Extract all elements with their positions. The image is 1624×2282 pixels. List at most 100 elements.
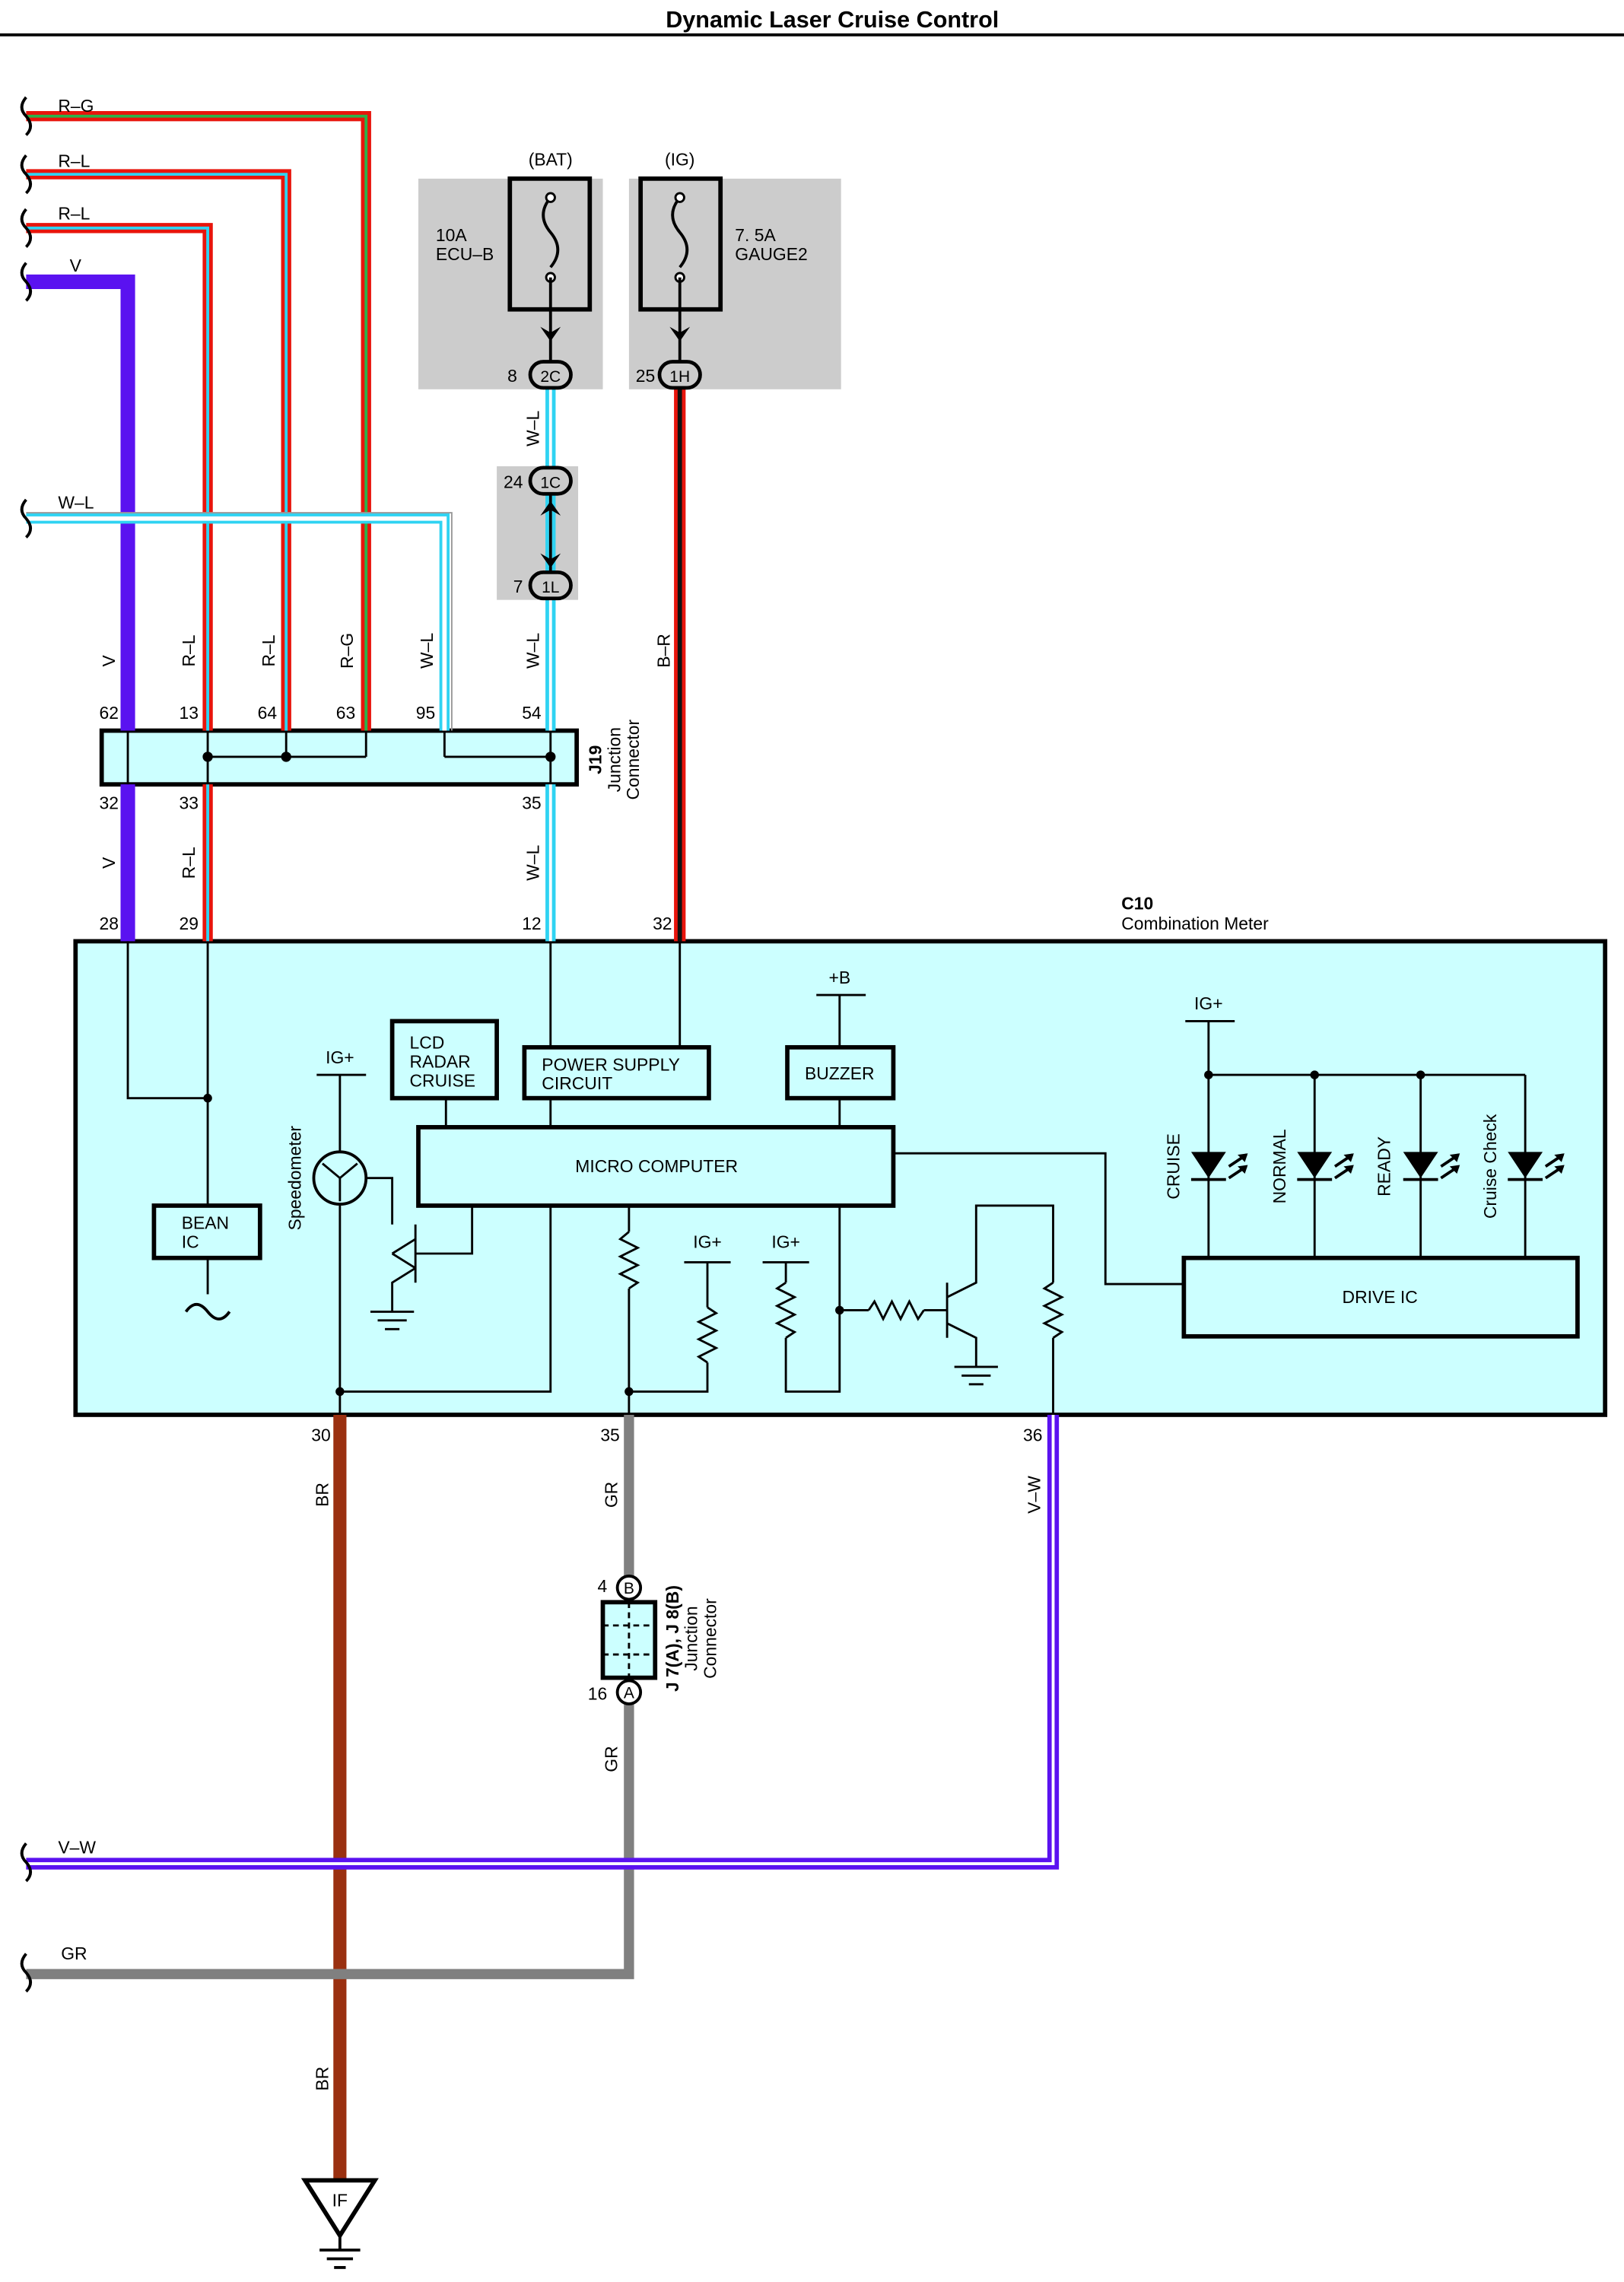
label-rl-bot: R–L	[179, 847, 199, 879]
j7-j8-connector: B A	[600, 1575, 658, 1705]
j78-pin-4: 4	[597, 1576, 607, 1596]
svg-text:CRUISE: CRUISE	[410, 1070, 476, 1090]
svg-text:Junction: Junction	[604, 727, 624, 792]
svg-text:BEAN: BEAN	[182, 1213, 229, 1233]
j19-label: J19 Junction Connector	[586, 720, 644, 800]
fuse-ecu-b-rating: 10A	[436, 225, 467, 245]
svg-text:Connector: Connector	[623, 720, 643, 800]
c10-pin-35: 35	[600, 1425, 619, 1445]
label-wl-fuse: W–L	[523, 411, 542, 447]
indicator-cruise-check: Cruise Check	[1480, 1114, 1500, 1219]
indicator-normal: NORMAL	[1270, 1129, 1289, 1203]
lcd-radar-cruise-block: LCD RADAR CRUISE	[389, 1019, 499, 1101]
j19-pin-33: 33	[180, 793, 199, 813]
wire-gr-lower	[26, 1703, 634, 1979]
c10-pin-36: 36	[1023, 1425, 1042, 1445]
svg-text:BUZZER: BUZZER	[805, 1063, 875, 1083]
label-vw1: V–W	[1024, 1476, 1044, 1514]
label-rl-top1: R–L	[179, 634, 199, 666]
svg-text:1L: 1L	[542, 579, 559, 596]
pin-2c: 8	[507, 366, 517, 386]
svg-text:J 7(A), J 8(B): J 7(A), J 8(B)	[663, 1585, 682, 1692]
label-in-v: V	[70, 256, 82, 275]
label-in-rl1: R–L	[58, 151, 90, 171]
connector-1l: 1L	[528, 570, 573, 601]
svg-text:J19: J19	[586, 745, 605, 774]
micro-computer-block: MICRO COMPUTER	[416, 1124, 896, 1208]
label-gr2: GR	[602, 1746, 621, 1772]
fuse-bat-source: (BAT)	[529, 150, 573, 170]
led-normal-icon	[1297, 1152, 1354, 1181]
pin-1h: 25	[636, 366, 655, 386]
wire-r-g	[26, 111, 371, 731]
label-in-vw: V–W	[58, 1838, 96, 1858]
label-in-rl2: R–L	[58, 203, 90, 223]
connector-1c-1l-link	[540, 495, 561, 574]
svg-text:1H: 1H	[669, 368, 690, 386]
label-v-bot: V	[99, 857, 119, 869]
label-v-top: V	[99, 654, 119, 666]
indicator-cruise: CRUISE	[1164, 1133, 1184, 1200]
label-br2: BR	[313, 2067, 332, 2091]
svg-text:DRIVE IC: DRIVE IC	[1343, 1287, 1418, 1307]
label-in-wl: W–L	[58, 492, 94, 512]
svg-text:1C: 1C	[540, 475, 561, 492]
bean-ic-block: BEAN IC	[151, 1203, 262, 1260]
indicator-leds	[1190, 1152, 1565, 1181]
wire-v-w	[26, 1414, 1060, 1870]
svg-text:LCD: LCD	[410, 1033, 445, 1053]
fuse-ecu-b	[507, 176, 593, 365]
label-in-rg: R–G	[58, 96, 94, 116]
speedometer-label: Speedometer	[284, 1126, 304, 1231]
led-cruise-icon	[1190, 1152, 1248, 1181]
j19-pin-62: 62	[99, 703, 118, 723]
j19-pin-32: 32	[99, 793, 118, 813]
wires	[26, 111, 1060, 2181]
label-br-top: B–R	[653, 634, 673, 668]
ig-label-resistor-2: IG+	[771, 1232, 800, 1251]
c10-name: Combination Meter	[1121, 914, 1269, 933]
svg-text:IF: IF	[332, 2191, 348, 2210]
ground-point-if: IF	[300, 2178, 379, 2269]
label-in-gr: GR	[61, 1944, 87, 1963]
c10-id: C10	[1121, 893, 1153, 913]
fuse-gauge2-name: GAUGE2	[735, 244, 807, 264]
c10-pin-29: 29	[180, 914, 199, 933]
svg-text:POWER SUPPLY: POWER SUPPLY	[542, 1054, 680, 1074]
speedometer-gauge-icon	[312, 1150, 368, 1206]
ig-label-resistor-1: IG+	[693, 1232, 722, 1251]
c10-junction-dots	[203, 1070, 1425, 1397]
fuse-ecu-b-name: ECU–B	[436, 244, 494, 264]
label-wl-top: W–L	[417, 633, 437, 669]
bean-ic-tilde	[184, 1302, 231, 1321]
buzzer-supply-label: +B	[828, 968, 850, 987]
label-wl-bot: W–L	[523, 845, 542, 881]
j19-pin-95: 95	[416, 703, 435, 723]
pin-1c: 24	[504, 472, 523, 492]
j78-label: J 7(A), J 8(B) Junction Connector	[663, 1585, 720, 1692]
svg-text:IC: IC	[182, 1232, 199, 1251]
c10-pin-28: 28	[99, 914, 118, 933]
fuse-gauge2-rating: 7. 5A	[735, 225, 776, 245]
c10-pin-12: 12	[522, 914, 541, 933]
wire-r-l-1	[26, 169, 291, 731]
svg-text:CIRCUIT: CIRCUIT	[542, 1073, 612, 1093]
label-rl-top2: R–L	[259, 634, 278, 666]
buzzer-block: BUZZER	[785, 1044, 896, 1101]
svg-text:Junction: Junction	[682, 1606, 701, 1670]
label-gr1: GR	[602, 1482, 621, 1508]
ig-label-leds: IG+	[1194, 993, 1223, 1013]
svg-text:RADAR: RADAR	[410, 1052, 471, 1072]
fuse-ig-source: (IG)	[665, 150, 694, 170]
speedometer-ig-label: IG+	[326, 1047, 354, 1067]
indicator-ready: READY	[1375, 1136, 1394, 1197]
j19-pin-63: 63	[336, 703, 355, 723]
led-ready-icon	[1403, 1152, 1460, 1181]
pin-1l: 7	[513, 577, 523, 596]
page-title: Dynamic Laser Cruise Control	[666, 7, 999, 33]
j78-pin-16: 16	[588, 1683, 607, 1703]
svg-text:A: A	[624, 1684, 634, 1702]
wire-v	[26, 274, 135, 731]
connector-1c: 1C	[528, 466, 573, 496]
drive-ic-block: DRIVE IC	[1181, 1255, 1580, 1339]
